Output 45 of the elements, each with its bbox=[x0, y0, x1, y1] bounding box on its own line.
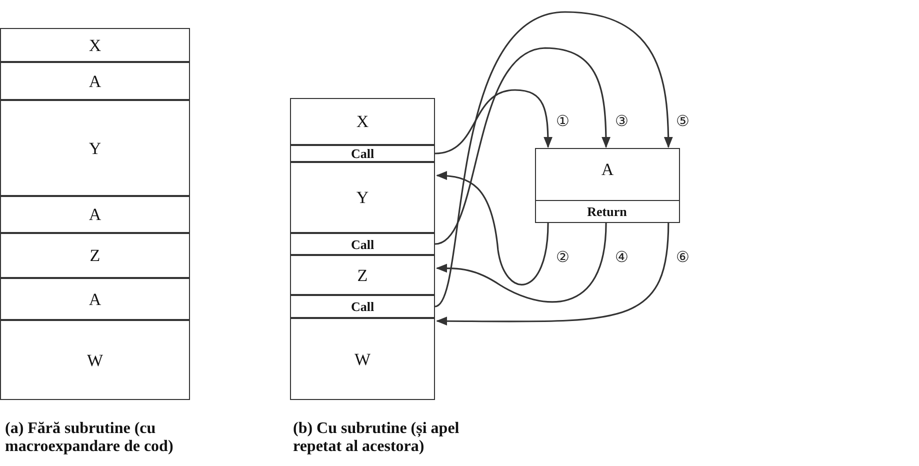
block-label: X bbox=[356, 113, 369, 130]
code-block bbox=[0, 233, 190, 278]
block-label: A bbox=[88, 206, 102, 223]
block-label: Return bbox=[587, 204, 627, 218]
block-label: Y bbox=[356, 189, 369, 206]
arrow bbox=[436, 171, 549, 286]
arrow bbox=[434, 89, 552, 154]
block-label: X bbox=[88, 36, 102, 54]
step-number: ③ bbox=[615, 114, 628, 129]
block-label: W bbox=[354, 350, 371, 368]
code-block bbox=[0, 62, 190, 100]
code-block bbox=[290, 318, 435, 400]
code-block bbox=[290, 162, 435, 233]
arrow bbox=[434, 47, 610, 245]
step-number: ④ bbox=[615, 250, 628, 265]
block-label: Y bbox=[88, 140, 102, 156]
arrow bbox=[434, 11, 673, 308]
block-label: A bbox=[88, 290, 102, 308]
instruction-row bbox=[290, 145, 435, 162]
code-block bbox=[290, 255, 435, 295]
block-label: Call bbox=[350, 147, 374, 160]
code-block bbox=[0, 320, 190, 400]
instruction-row bbox=[290, 233, 435, 255]
code-block bbox=[0, 196, 190, 233]
code-block bbox=[0, 28, 190, 62]
subroutine-box bbox=[535, 148, 680, 223]
step-number: ⑤ bbox=[676, 114, 690, 129]
block-label: A bbox=[601, 161, 614, 178]
step-number: ① bbox=[556, 114, 570, 129]
block-label: Z bbox=[357, 266, 368, 284]
caption: (b) Cu subrutine (și apel repetat al acestora) bbox=[293, 420, 460, 456]
code-block bbox=[290, 98, 435, 145]
arrow bbox=[436, 222, 670, 326]
block-label: Z bbox=[90, 247, 100, 264]
block-label: Call bbox=[350, 238, 374, 250]
block-label: A bbox=[88, 72, 102, 90]
block-label: Call bbox=[350, 300, 374, 313]
instruction-row bbox=[290, 295, 435, 318]
caption: (a) Fără subrutine (cu macroexpandare de cod) bbox=[5, 420, 174, 456]
code-block bbox=[0, 100, 190, 196]
arrow bbox=[436, 222, 607, 303]
step-number: ② bbox=[556, 250, 570, 265]
step-number: ⑥ bbox=[676, 250, 690, 265]
code-block bbox=[0, 278, 190, 320]
block-label: W bbox=[86, 352, 104, 368]
